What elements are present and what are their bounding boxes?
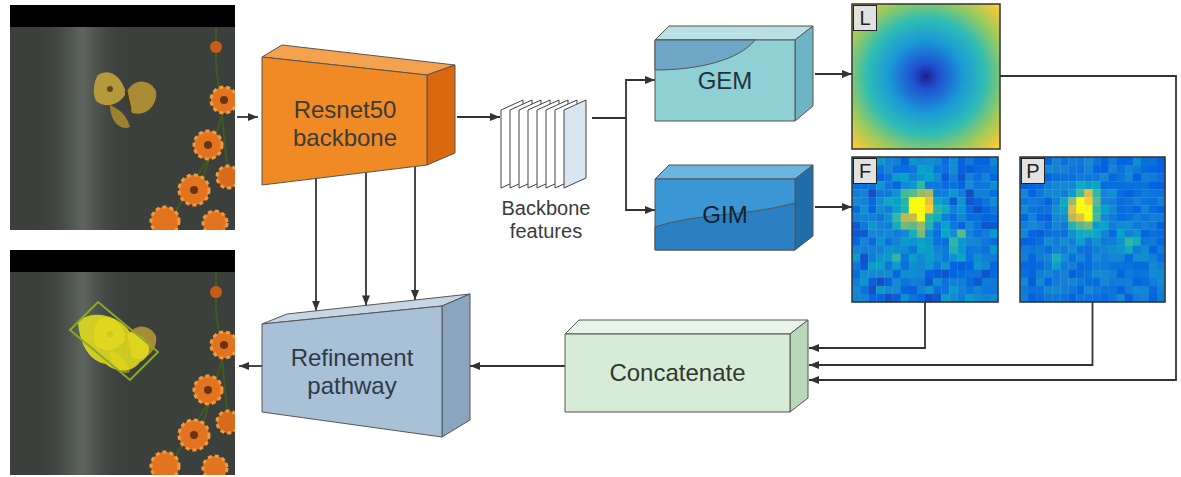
output-arrow [239, 365, 262, 367]
node-label: Concatenate [570, 334, 785, 412]
concatenate-box: Concatenate [565, 320, 809, 413]
arrow-connector [809, 302, 925, 348]
arrow-connector [470, 365, 565, 367]
heatmap [852, 4, 1000, 149]
output-image [10, 250, 239, 477]
arrow-connector [592, 80, 655, 118]
map-letter: F [853, 158, 877, 184]
gim-module: GIM [655, 165, 815, 251]
node-label: GEM [655, 40, 795, 121]
feature-map: F [852, 157, 998, 302]
refinement-box: Refinement pathway [262, 292, 472, 439]
backbone-box: Resnet50 backbone [262, 45, 457, 187]
prediction-map: P [1020, 157, 1165, 302]
map-letter: P [1021, 158, 1045, 184]
input-image [10, 5, 239, 235]
gem-module: GEM [655, 26, 815, 122]
node-label: Refinement pathway [272, 332, 432, 412]
heatmap [852, 157, 998, 302]
arrow-connector [414, 167, 416, 301]
input-arrow [237, 116, 258, 118]
arrow-connector [592, 118, 655, 210]
arrow-connector [315, 179, 317, 311]
heatmap [1020, 157, 1165, 302]
segmentation-mask [78, 315, 149, 371]
location-map: L [852, 4, 1000, 149]
arrow-connector [457, 116, 500, 118]
node-label: GIM [655, 179, 795, 250]
map-letter: L [853, 5, 877, 31]
arrow-connector [815, 206, 852, 208]
feature-stack: Backbone features [500, 98, 592, 253]
node-label: Resnet50 backbone [270, 83, 420, 165]
node-label: Backbone features [484, 190, 608, 250]
arrow-connector [365, 172, 367, 305]
arrow-connector [815, 73, 852, 75]
arrow-connector [809, 302, 1093, 365]
bounding-box [70, 302, 158, 380]
